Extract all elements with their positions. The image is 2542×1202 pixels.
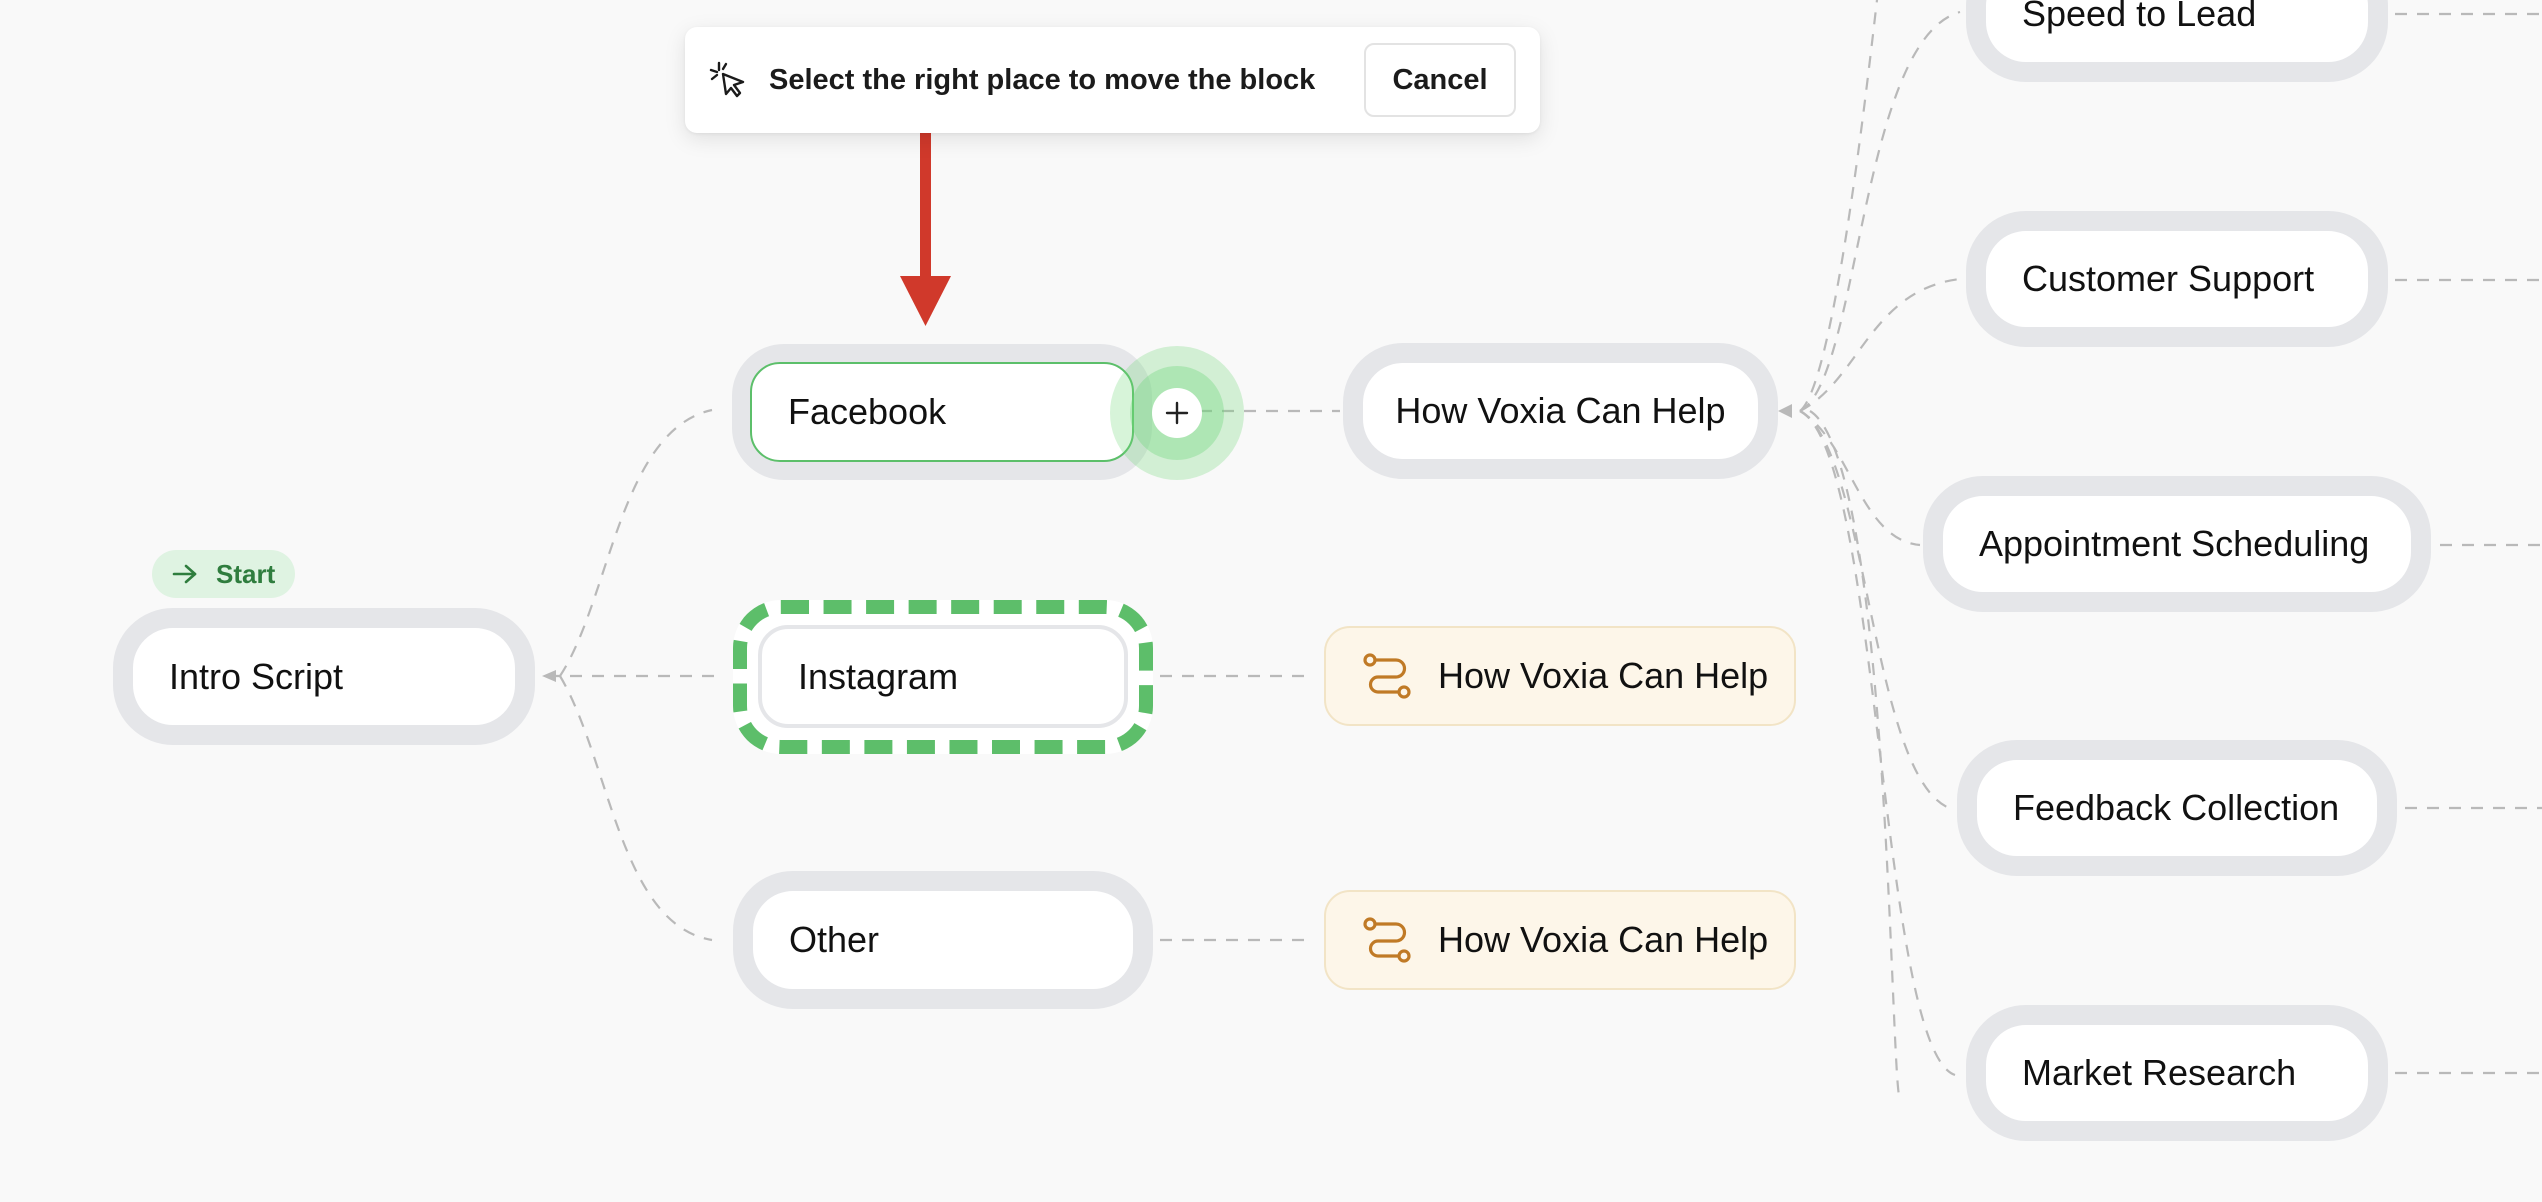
cursor-click-icon: [709, 60, 749, 100]
node-label: Customer Support: [2022, 258, 2315, 299]
node-label: Intro Script: [169, 655, 344, 697]
node-market-research[interactable]: Market Research: [1966, 1005, 2388, 1141]
node-label: Instagram: [798, 655, 959, 697]
node-label: How Voxia Can Help: [1438, 919, 1769, 960]
node-label: Market Research: [2022, 1052, 2297, 1093]
node-label: Other: [789, 919, 880, 960]
start-badge: Start: [152, 550, 296, 598]
start-label: Start: [216, 558, 276, 589]
plus-icon[interactable]: [1152, 388, 1202, 438]
node-label: Facebook: [788, 391, 947, 432]
cancel-button[interactable]: Cancel: [1364, 43, 1516, 117]
node-feedback-collection[interactable]: Feedback Collection: [1957, 740, 2397, 876]
node-instagram[interactable]: Instagram: [758, 625, 1128, 728]
toast-message: Select the right place to move the block: [769, 63, 1316, 96]
node-intro-script[interactable]: Intro Script: [113, 608, 535, 745]
route-icon: [1362, 653, 1412, 699]
node-appointment-scheduling[interactable]: Appointment Scheduling: [1923, 476, 2431, 612]
reference-node-voxia-2[interactable]: How Voxia Can Help: [1324, 890, 1796, 990]
node-speed-to-lead[interactable]: Speed to Lead: [1966, 0, 2388, 82]
node-other[interactable]: Other: [733, 871, 1153, 1009]
node-how-voxia-can-help[interactable]: How Voxia Can Help: [1343, 343, 1778, 479]
move-block-toast: Select the right place to move the block…: [685, 27, 1540, 133]
arrow-right-icon: [172, 563, 198, 585]
node-facebook[interactable]: Facebook: [750, 362, 1134, 462]
node-customer-support[interactable]: Customer Support: [1966, 211, 2388, 347]
node-label: Appointment Scheduling: [1979, 523, 2370, 564]
route-icon: [1362, 917, 1412, 963]
reference-node-voxia-1[interactable]: How Voxia Can Help: [1324, 626, 1796, 726]
node-label: Feedback Collection: [2013, 787, 2340, 828]
node-label: How Voxia Can Help: [1438, 655, 1769, 696]
node-label: How Voxia Can Help: [1395, 390, 1726, 431]
node-label: Speed to Lead: [2022, 0, 2257, 34]
